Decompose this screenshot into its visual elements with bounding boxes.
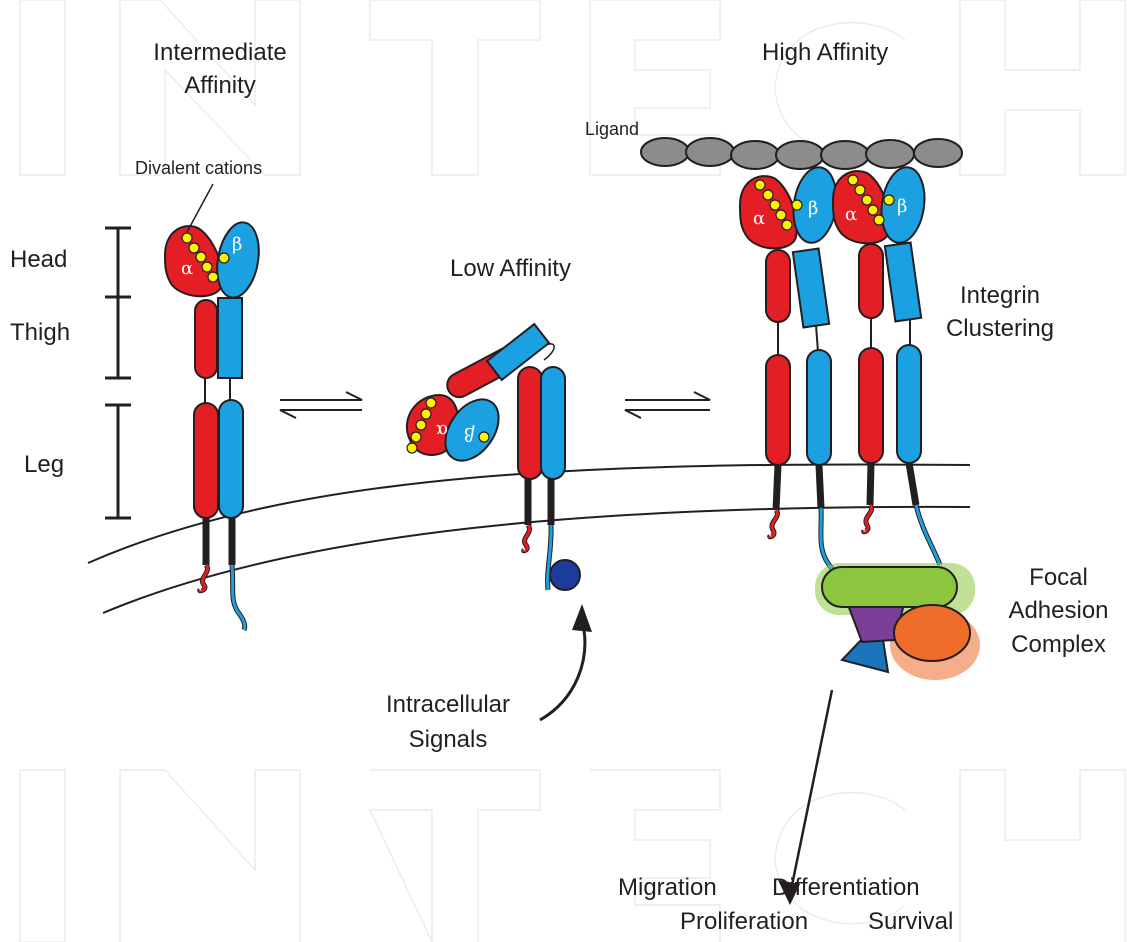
state-title-high: High Affinity [762, 38, 888, 68]
outcome-migration: Migration [618, 873, 717, 903]
equilibrium-arrow-1 [280, 392, 362, 418]
downstream-arrow-line [790, 690, 832, 895]
ligand-label: Ligand [585, 118, 639, 140]
alpha-symbol-1: α [181, 258, 193, 279]
intracellular-signal-molecule [550, 560, 580, 590]
outcome-differentiation: Differentiation [772, 873, 920, 903]
beta-symbol-high-2: β [897, 196, 907, 217]
divalent-cations-label: Divalent cations [135, 157, 262, 179]
integrin-low [407, 324, 565, 590]
outcome-proliferation: Proliferation [680, 907, 808, 937]
signals-label-line2: Signals [348, 725, 548, 755]
signal-arrow-head [572, 604, 592, 632]
alpha-symbol-low: α [436, 420, 448, 441]
clustering-label-line1: Integrin [925, 281, 1075, 311]
alpha-symbol-high-1: α [753, 208, 765, 229]
alpha-symbol-high-2: α [845, 204, 857, 225]
focal-adhesion-complex [815, 563, 980, 680]
state-title-intermediate-line2: Affinity [115, 71, 325, 101]
domain-label-head: Head [10, 245, 67, 275]
domain-label-leg: Leg [24, 450, 64, 480]
focal-label-line2: Adhesion [990, 596, 1127, 626]
beta-symbol-high-1: β [808, 198, 818, 219]
equilibrium-arrow-2 [625, 392, 710, 418]
cations-pointer [187, 184, 213, 232]
beta-symbol-1: β [232, 234, 242, 255]
focal-label-line3: Complex [990, 630, 1127, 660]
state-title-intermediate-line1: Intermediate [115, 38, 325, 68]
focal-label-line1: Focal [990, 563, 1127, 593]
outcome-survival: Survival [868, 907, 953, 937]
ligand [641, 138, 962, 169]
domain-label-thigh: Thigh [10, 318, 70, 348]
state-title-low: Low Affinity [450, 254, 571, 284]
domain-scale-bar [105, 228, 131, 518]
clustering-label-line2: Clustering [925, 314, 1075, 344]
watermark-bottom [20, 770, 1125, 942]
signals-label-line1: Intracellular [348, 690, 548, 720]
